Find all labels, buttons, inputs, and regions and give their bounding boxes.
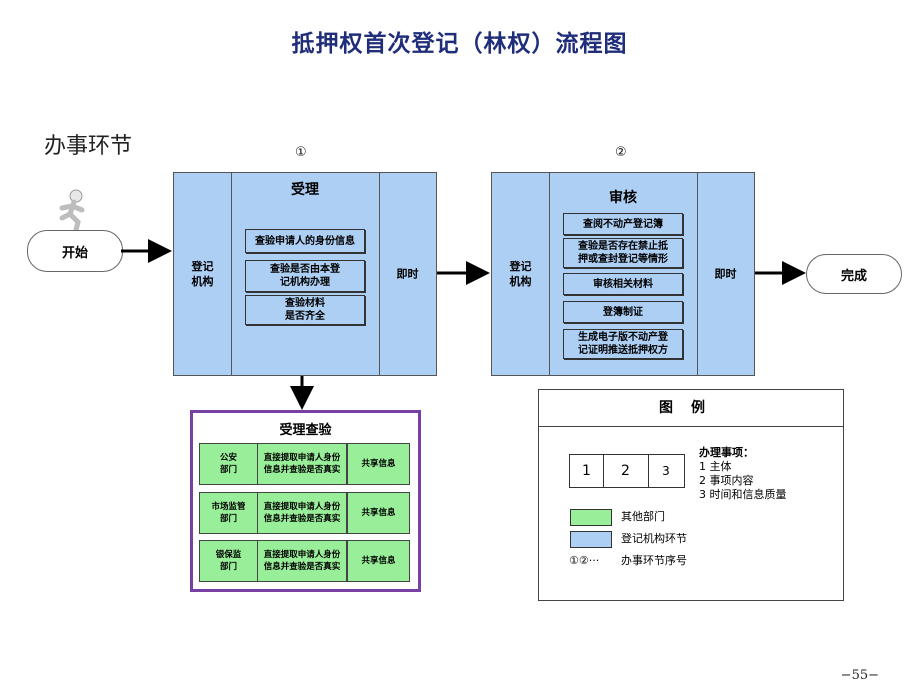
legend-registry-label: 登记机构环节: [621, 532, 687, 545]
verification-title: 受理查验: [279, 423, 332, 438]
task-verify-identity: 查验申请人的身份信息: [245, 229, 365, 253]
stage-accept: 登记 机构 受理 查验申请人的身份信息 查验是否由本登 记机构办理 查验材料 是…: [173, 172, 437, 376]
page-title: 抵押权首次登记（林权）流程图: [291, 31, 628, 57]
verification-dept: 公安 部门: [199, 443, 258, 485]
legend-heading: 办理事项：: [699, 446, 754, 459]
legend-seq-symbol: ①②···: [569, 554, 600, 567]
verification-content: 直接提取申请人身份 信息并查验是否真实: [257, 443, 347, 485]
legend-seq-label: 办事环节序号: [621, 554, 687, 567]
end-terminal: 完成: [806, 254, 902, 294]
legend-cell-2: 2: [603, 455, 649, 487]
task-register-certify: 登簿制证: [563, 301, 683, 323]
legend-swatch-registry: [570, 531, 612, 548]
verification-box: 受理查验 公安 部门 直接提取申请人身份 信息并查验是否真实 共享信息 市场监管…: [190, 410, 421, 592]
verification-result: 共享信息: [347, 540, 410, 582]
step-number-1: ①: [295, 145, 307, 160]
stage-accept-actor: 登记 机构: [191, 260, 214, 288]
legend-item-1: 1 主体: [699, 460, 732, 473]
page-number: −55−: [840, 668, 879, 683]
task-verify-materials: 查验材料 是否齐全: [245, 295, 365, 325]
task-check-restrictions: 查验是否存在禁止抵 押或查封登记等情形: [563, 238, 683, 268]
stage-review-timing: 即时: [714, 267, 737, 281]
legend-item-3: 3 时间和信息质量: [699, 488, 787, 501]
verification-dept: 市场监管 部门: [199, 492, 258, 534]
stage-review-title: 审核: [609, 190, 637, 206]
legend-cell-1: 1: [570, 455, 604, 487]
verification-dept: 银保监 部门: [199, 540, 258, 582]
stage-review: 登记 机构 审核 查阅不动产登记簿 查验是否存在禁止抵 押或查封登记等情形 审核…: [491, 172, 755, 376]
task-generate-certificate: 生成电子版不动产登 记证明推送抵押权方: [563, 329, 683, 359]
legend-swatch-other-dept: [570, 509, 612, 526]
legend: 图例 1 2 3 办理事项： 1 主体 2 事项内容 3 时间和信息质量 其他部…: [538, 389, 844, 601]
section-label: 办事环节: [44, 134, 133, 159]
runner-icon: [52, 188, 96, 233]
task-check-register: 查阅不动产登记簿: [563, 213, 683, 235]
legend-title: 图例: [539, 390, 843, 427]
verification-row: 市场监管 部门 直接提取申请人身份 信息并查验是否真实 共享信息: [199, 492, 412, 534]
verification-result: 共享信息: [347, 492, 410, 534]
legend-sample-box: 1 2 3: [569, 454, 685, 488]
legend-other-dept-label: 其他部门: [621, 510, 665, 523]
verification-content: 直接提取申请人身份 信息并查验是否真实: [257, 540, 347, 582]
verification-row: 银保监 部门 直接提取申请人身份 信息并查验是否真实 共享信息: [199, 540, 412, 582]
stage-accept-title: 受理: [291, 182, 319, 198]
stage-accept-timing: 即时: [396, 267, 419, 281]
verification-row: 公安 部门 直接提取申请人身份 信息并查验是否真实 共享信息: [199, 443, 412, 485]
step-number-2: ②: [615, 145, 627, 160]
verification-content: 直接提取申请人身份 信息并查验是否真实: [257, 492, 347, 534]
verification-result: 共享信息: [347, 443, 410, 485]
legend-item-2: 2 事项内容: [699, 474, 754, 487]
task-verify-jurisdiction: 查验是否由本登 记机构办理: [245, 260, 365, 292]
legend-cell-3: 3: [662, 464, 670, 478]
task-review-materials: 审核相关材料: [563, 273, 683, 295]
stage-review-actor: 登记 机构: [509, 260, 532, 288]
